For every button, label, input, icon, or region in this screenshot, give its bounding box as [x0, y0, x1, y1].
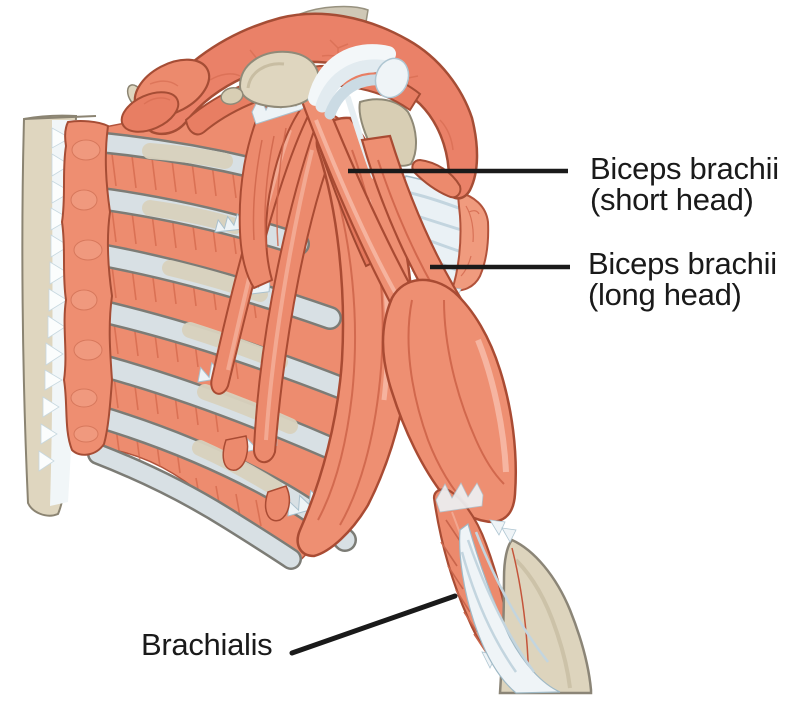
label-biceps-short-head-line1: Biceps brachii	[590, 151, 779, 186]
cut-muscle-stumps-left	[120, 58, 211, 133]
label-biceps-short-head: Biceps brachii (short head)	[590, 153, 779, 215]
scapula-bone-wedge	[358, 98, 417, 167]
intercostal-striations	[111, 153, 262, 527]
leader-lines	[289, 168, 570, 656]
label-brachialis: Brachialis	[141, 627, 273, 662]
label-biceps-long-head: Biceps brachii (long head)	[588, 248, 777, 310]
shoulder-capsule-ligaments	[307, 44, 410, 120]
acromion-humeral-head	[220, 50, 320, 108]
elbow-tendon-fan	[459, 519, 561, 694]
coracoid-process	[220, 87, 244, 105]
label-biceps-long-head-line2: (long head)	[588, 277, 742, 312]
biceps-belly	[381, 278, 518, 524]
label-brachialis-text: Brachialis	[141, 627, 273, 662]
costal-cartilage	[60, 120, 114, 456]
leader-line-brachialis	[289, 593, 458, 656]
label-biceps-long-head-line1: Biceps brachii	[588, 246, 777, 281]
label-biceps-short-head-line2: (short head)	[590, 182, 754, 217]
